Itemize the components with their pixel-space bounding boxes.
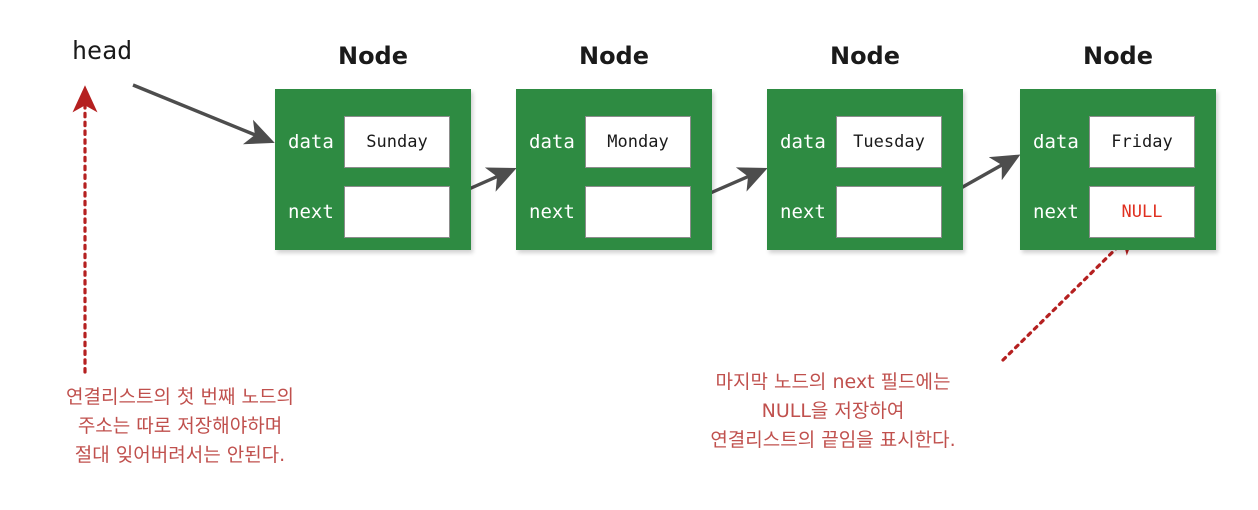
node-3-next-row: next [767, 181, 963, 243]
node-1-next-label: next [288, 201, 334, 223]
node-4-data-row: data Friday [1020, 111, 1216, 173]
node-4-data-label: data [1033, 131, 1079, 153]
node-1-data-row: data Sunday [275, 111, 471, 173]
head-caption-line-2: 주소는 따로 저장해야하며 [77, 415, 283, 437]
null-annotation-arrow [1001, 227, 1138, 362]
node-title-4: Node [1082, 42, 1154, 70]
node-box-1: data Sunday next [275, 89, 471, 250]
node-2-data-label: data [529, 131, 575, 153]
node-3-data-label: data [780, 131, 826, 153]
node-3-next-label: next [780, 201, 826, 223]
node-1-data-label: data [288, 131, 334, 153]
head-pointer-label: head [72, 36, 133, 65]
node-title-3: Node [829, 42, 901, 70]
node-2-next-label: next [529, 201, 575, 223]
node-box-2: data Monday next [516, 89, 712, 250]
node-box-3: data Tuesday next [767, 89, 963, 250]
node-1-next-value [344, 186, 450, 238]
node-2-data-row: data Monday [516, 111, 712, 173]
node-1-next-row: next [275, 181, 471, 243]
node-1-data-value: Sunday [344, 116, 450, 168]
node-title-1: Node [337, 42, 409, 70]
null-caption-line-1: 마지막 노드의 next 필드에는 [715, 371, 951, 393]
node-4-next-row: next NULL [1020, 181, 1216, 243]
node-box-4: data Friday next NULL [1020, 89, 1216, 250]
node-4-data-value: Friday [1089, 116, 1195, 168]
null-caption-line-2: NULL을 저장하여 [761, 400, 905, 422]
head-caption-line-3: 절대 잊어버려서는 안된다. [74, 444, 286, 466]
null-annotation-caption: 마지막 노드의 next 필드에는 NULL을 저장하여 연결리스트의 끝임을 … [628, 368, 1038, 455]
node-3-next-value [836, 186, 942, 238]
node-2-next-value [585, 186, 691, 238]
node-2-data-value: Monday [585, 116, 691, 168]
head-annotation-caption: 연결리스트의 첫 번째 노드의 주소는 따로 저장해야하며 절대 잊어버려서는 … [20, 383, 340, 470]
node-title-2: Node [578, 42, 650, 70]
head-to-node1-arrow [132, 83, 275, 145]
node-3-data-value: Tuesday [836, 116, 942, 168]
head-caption-line-1: 연결리스트의 첫 번째 노드의 [66, 386, 294, 408]
null-caption-line-3: 연결리스트의 끝임을 표시한다. [710, 429, 956, 451]
node-4-next-value: NULL [1089, 186, 1195, 238]
node-4-next-label: next [1033, 201, 1079, 223]
node-2-next-row: next [516, 181, 712, 243]
node-3-data-row: data Tuesday [767, 111, 963, 173]
